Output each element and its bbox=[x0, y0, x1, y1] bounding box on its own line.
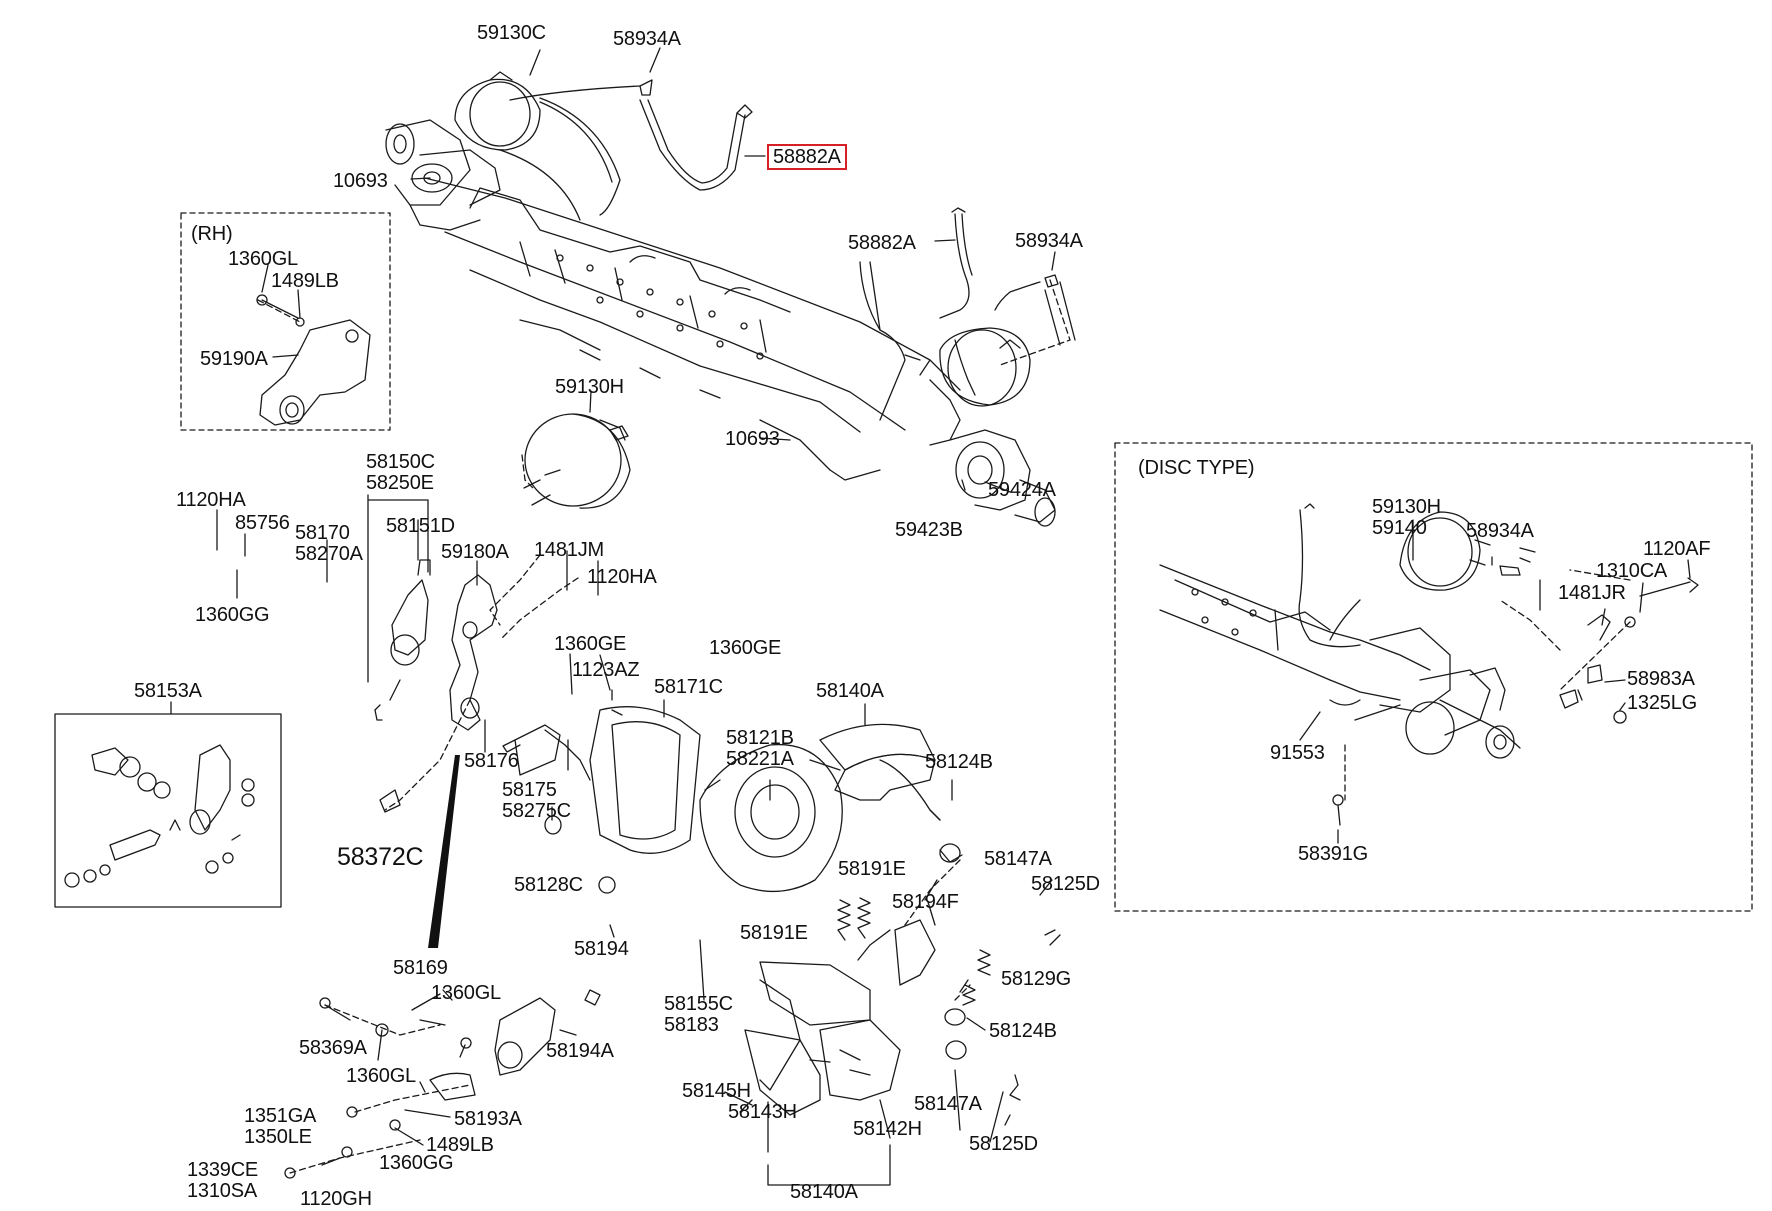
part-callout[interactable]: 58129G bbox=[1001, 968, 1071, 990]
part-callout[interactable]: 58170 58270A bbox=[295, 522, 363, 565]
part-callout[interactable]: 58128C bbox=[514, 874, 583, 896]
part-callout[interactable]: 1360GL bbox=[346, 1065, 416, 1087]
part-callout[interactable]: 1489LB bbox=[271, 270, 339, 292]
brake-assembly-drawing bbox=[502, 654, 843, 894]
part-callout[interactable]: 1325LG bbox=[1627, 692, 1697, 714]
part-callout[interactable]: 10693 bbox=[725, 428, 780, 450]
part-callout[interactable]: 58882A bbox=[848, 232, 916, 254]
part-callout[interactable]: 58169 bbox=[393, 957, 448, 979]
part-callout[interactable]: 1310CA bbox=[1596, 560, 1668, 582]
part-callout[interactable]: 58372C bbox=[337, 843, 424, 871]
part-callout[interactable]: 58153A bbox=[134, 680, 202, 702]
part-callout[interactable]: 58983A bbox=[1627, 668, 1695, 690]
part-callout[interactable]: 1120AF bbox=[1643, 538, 1711, 560]
part-callout[interactable]: 58150C 58250E bbox=[366, 451, 435, 494]
part-callout[interactable]: 58124B bbox=[989, 1020, 1057, 1042]
part-callout[interactable]: 58155C 58183 bbox=[664, 993, 733, 1036]
part-callout[interactable]: 58934A bbox=[1015, 230, 1083, 252]
part-callout[interactable]: 58125D bbox=[1031, 873, 1100, 895]
axle-beam-drawing bbox=[424, 177, 961, 481]
slack-adjuster-drawing bbox=[374, 559, 431, 721]
part-callout[interactable]: 58124B bbox=[925, 751, 993, 773]
rh-inset-frame bbox=[180, 212, 391, 431]
part-callout[interactable]: 1351GA 1350LE bbox=[244, 1105, 317, 1148]
leader-lines bbox=[170, 47, 1691, 1186]
part-callout[interactable]: 58143H bbox=[728, 1101, 797, 1123]
upper-brake-shoe-drawing bbox=[819, 723, 963, 863]
part-callout[interactable]: 1360GE bbox=[554, 633, 627, 655]
part-callout[interactable]: 58140A bbox=[816, 680, 884, 702]
part-callout[interactable]: 1481JM bbox=[534, 539, 604, 561]
disc-type-axle-drawing bbox=[1159, 503, 1699, 826]
part-callout[interactable]: 59424A bbox=[988, 479, 1056, 501]
part-callout[interactable]: 59190A bbox=[200, 348, 268, 370]
part-callout[interactable]: 58194 bbox=[574, 938, 629, 960]
part-callout[interactable]: 58142H bbox=[853, 1118, 922, 1140]
right-knuckle-drawing bbox=[859, 207, 1076, 527]
part-callout[interactable]: 1360GG bbox=[379, 1152, 454, 1174]
lower-bracket-assembly-drawing bbox=[284, 989, 601, 1179]
part-callout[interactable]: 58194F bbox=[892, 891, 959, 913]
lower-brake-shoes-drawing bbox=[744, 961, 967, 1116]
part-callout[interactable]: 58147A bbox=[984, 848, 1052, 870]
part-callout[interactable]: 1360GL bbox=[228, 248, 298, 270]
part-callout[interactable]: 85756 bbox=[235, 512, 290, 534]
leader-wedge bbox=[428, 755, 460, 948]
part-callout[interactable]: 58140A bbox=[790, 1181, 858, 1203]
part-callout[interactable]: 58191E bbox=[838, 858, 906, 880]
part-callout[interactable]: 1120HA bbox=[176, 489, 246, 511]
part-callout[interactable]: 58369A bbox=[299, 1037, 367, 1059]
kit-58153a-parts-drawing bbox=[64, 744, 255, 888]
part-callout[interactable]: 1481JR bbox=[1558, 582, 1626, 604]
part-callout[interactable]: 1360GE bbox=[709, 637, 782, 659]
part-callout[interactable]: 59180A bbox=[441, 541, 509, 563]
left-knuckle-drawing bbox=[385, 71, 541, 231]
part-callout[interactable]: 59130H 59140 bbox=[1372, 496, 1441, 539]
part-callout[interactable]: 59130H bbox=[555, 376, 624, 398]
part-callout[interactable]: 1360GL bbox=[431, 982, 501, 1004]
part-callout[interactable]: 1339CE 1310SA bbox=[187, 1159, 259, 1202]
rh-bracket-drawing bbox=[256, 294, 371, 426]
part-callout[interactable]: 58934A bbox=[613, 28, 681, 50]
bracket-59180a-drawing bbox=[379, 574, 498, 813]
part-callout[interactable]: 58193A bbox=[454, 1108, 522, 1130]
part-callout[interactable]: 58147A bbox=[914, 1093, 982, 1115]
part-callout[interactable]: 1489LB bbox=[426, 1134, 494, 1156]
part-callout-highlighted[interactable]: 58882A bbox=[767, 144, 847, 170]
part-callout[interactable]: 58191E bbox=[740, 922, 808, 944]
springs-drawing bbox=[837, 897, 1061, 1101]
disc-type-inset-frame bbox=[1114, 442, 1753, 912]
part-callout[interactable]: 58121B 58221A bbox=[726, 727, 794, 770]
part-callout[interactable]: 58125D bbox=[969, 1133, 1038, 1155]
dashed-leaders bbox=[257, 279, 1631, 1174]
part-callout[interactable]: 91553 bbox=[1270, 742, 1325, 764]
part-callout[interactable]: 59130C bbox=[477, 22, 546, 44]
part-callout[interactable]: 58151D bbox=[386, 515, 455, 537]
part-callout[interactable]: 58175 58275C bbox=[502, 779, 571, 822]
part-callout[interactable]: 1120GH bbox=[300, 1188, 372, 1210]
top-hoses-drawing bbox=[499, 79, 753, 221]
group-label-disc-type: (DISC TYPE) bbox=[1138, 457, 1255, 479]
part-callout[interactable]: 58176 bbox=[464, 750, 519, 772]
part-callout[interactable]: 58171C bbox=[654, 676, 723, 698]
part-callout[interactable]: 1360GG bbox=[195, 604, 270, 626]
kit-58153a-frame bbox=[54, 713, 282, 908]
part-callout[interactable]: 58145H bbox=[682, 1080, 751, 1102]
part-callout[interactable]: 1120HA bbox=[587, 566, 657, 588]
part-callout[interactable]: 58391G bbox=[1298, 843, 1368, 865]
part-callout[interactable]: 1123AZ bbox=[572, 659, 640, 681]
group-label-rh: (RH) bbox=[191, 223, 233, 245]
part-callout[interactable]: 10693 bbox=[333, 170, 388, 192]
part-callout[interactable]: 58934A bbox=[1466, 520, 1534, 542]
chamber-59130h-drawing bbox=[523, 413, 631, 509]
part-callout[interactable]: 58194A bbox=[546, 1040, 614, 1062]
part-callout[interactable]: 59423B bbox=[895, 519, 963, 541]
